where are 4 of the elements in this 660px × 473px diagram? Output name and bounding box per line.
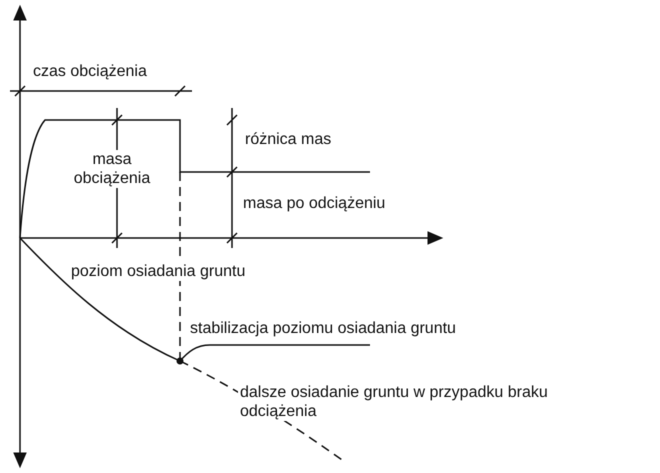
stabilization-label: stabilizacja poziomu osiadania gruntu: [188, 319, 458, 338]
mass-label: masa po odciążeniu: [241, 194, 388, 213]
settlement-label: poziom osiadania gruntu: [69, 262, 248, 281]
time-label: czas obciążenia: [31, 62, 149, 81]
